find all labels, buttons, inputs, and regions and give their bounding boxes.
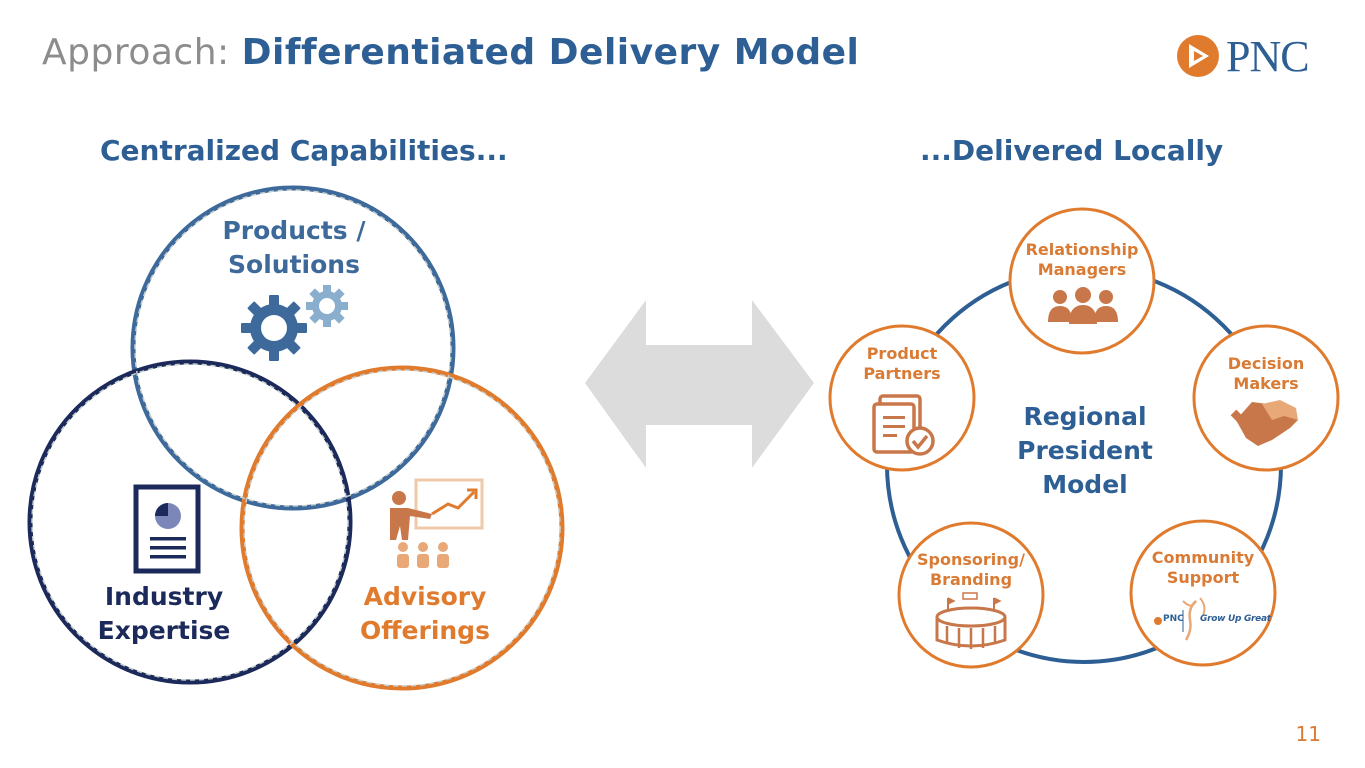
title-main: Differentiated Delivery Model: [241, 32, 860, 73]
double-arrow-icon: [585, 300, 814, 468]
node-label-decision-makers: Decision Makers: [1227, 354, 1305, 393]
page-number: 11: [1295, 722, 1321, 746]
node-relationship-managers: [1008, 207, 1156, 355]
right-heading: ...Delivered Locally: [920, 134, 1224, 167]
grow-up-great-logo-icon: [1154, 597, 1206, 641]
label-products-solutions: Products / Solutions: [222, 216, 366, 279]
people-group-icon: [1048, 287, 1118, 324]
presenter-icon: [390, 478, 484, 568]
gug-logo-right: Grow Up Great: [1200, 614, 1271, 624]
label-advisory-offerings: Advisory Offerings: [360, 582, 490, 645]
venn-circle-products: [130, 185, 456, 511]
node-community-support: [1129, 519, 1277, 667]
logo-text: PNC: [1226, 31, 1310, 81]
node-label-relationship-managers: Relationship Managers: [1025, 240, 1139, 279]
node-label-product-partners: Product Partners: [863, 344, 941, 383]
node-sponsoring-branding: [897, 521, 1045, 669]
pnc-logo-icon: [1177, 35, 1219, 77]
document-chart-icon: [133, 484, 201, 574]
node-label-sponsoring-branding: Sponsoring/ Branding: [917, 550, 1025, 589]
gears-icon: [241, 285, 348, 361]
gug-logo-left: PNC: [1163, 614, 1184, 624]
slide-title: Approach: Differentiated Delivery Model: [42, 32, 859, 73]
title-prefix: Approach:: [42, 32, 230, 73]
label-industry-expertise: Industry Expertise: [97, 582, 231, 645]
node-decision-makers: [1192, 324, 1340, 472]
pnc-logo: PNC: [1176, 32, 1310, 81]
venn-circle-advisory: [239, 365, 565, 691]
venn-circle-industry: [27, 359, 353, 685]
left-heading: Centralized Capabilities...: [100, 134, 508, 167]
stadium-icon: [935, 592, 1007, 649]
node-label-community-support: Community Support: [1151, 548, 1255, 587]
center-label: Regional President Model: [1017, 402, 1153, 499]
handshake-icon: [1230, 400, 1298, 446]
venn-diagram: [27, 185, 565, 691]
checklist-document-icon: [872, 394, 935, 456]
